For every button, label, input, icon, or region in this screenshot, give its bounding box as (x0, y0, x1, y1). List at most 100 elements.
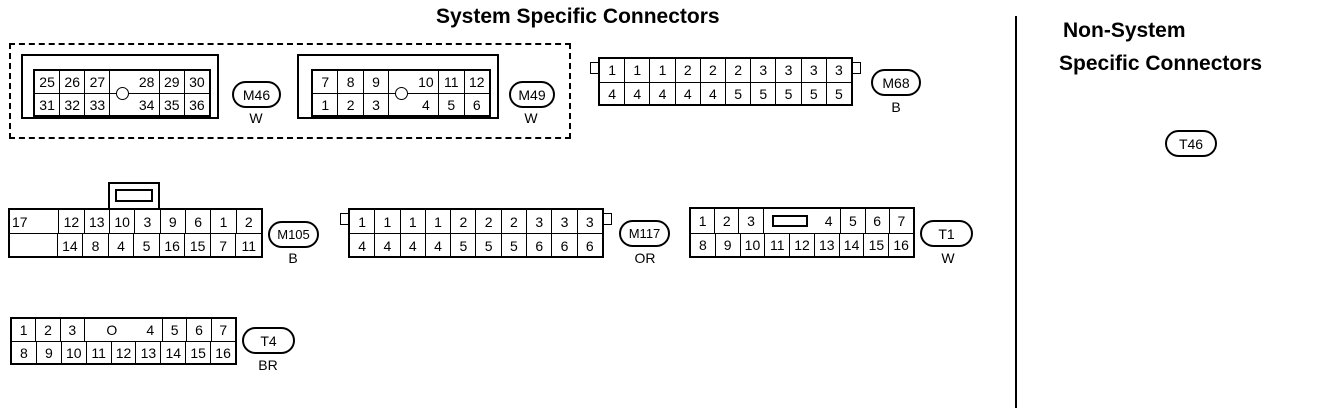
pin: 1 (650, 59, 676, 82)
pin: 8 (12, 342, 37, 364)
pin: 2 (338, 94, 364, 116)
t1-pin-grid: 1 2 3 4 5 6 7 8 9 10 11 12 13 14 15 16 (689, 207, 915, 258)
m68-row-top: 1 1 1 2 2 2 3 3 3 3 (600, 59, 851, 82)
pin: O (106, 322, 118, 338)
t4-row-bottom: 8 9 10 11 12 13 14 15 16 (12, 341, 235, 364)
pin: 1 (375, 210, 401, 233)
pin: 26 (60, 71, 86, 93)
m68-id-badge: M68 (871, 69, 921, 96)
pin: 5 (776, 82, 802, 105)
pin: 6 (186, 210, 212, 233)
pin: 3 (802, 59, 827, 82)
pin: 15 (864, 233, 890, 257)
pin: 4 (650, 82, 676, 105)
pin: 4 (375, 234, 401, 257)
pin: 2 (244, 213, 253, 230)
m105-color-code: B (288, 250, 298, 266)
m117-pin-grid: 1 1 1 1 2 2 2 3 3 3 4 4 4 4 5 5 5 6 6 6 (348, 208, 604, 258)
pin: 16 (893, 237, 909, 254)
pin: 11 (765, 233, 791, 257)
key-slot-icon (772, 214, 809, 227)
pin: 9 (364, 71, 390, 93)
pin: 4 (139, 319, 163, 341)
pin: 8 (83, 234, 109, 257)
pin: 2 (726, 59, 752, 82)
t4-color-code: BR (258, 357, 278, 373)
pin: 6 (866, 209, 890, 233)
pin: 12 (468, 74, 485, 90)
pin: 5 (451, 234, 477, 257)
pin: 12 (59, 210, 85, 233)
non-system-title-line1: Non-System (1063, 19, 1186, 42)
pin: 9 (161, 210, 186, 233)
system-group-outline (9, 43, 571, 139)
pin: 16 (160, 234, 186, 257)
pin: 5 (502, 234, 528, 257)
m68-color-code: B (891, 99, 901, 115)
pin: 4 (600, 82, 626, 105)
pin: 2 (451, 210, 477, 233)
m68-pin-grid: 1 1 1 2 2 2 3 3 3 3 4 4 4 4 4 5 5 5 5 5 (598, 57, 853, 106)
m49-pin-grid: 7 8 9 10 11 12 1 2 3 4 5 6 (311, 69, 491, 117)
pin: 4 (401, 234, 426, 257)
pin: 16 (215, 345, 231, 361)
pin: 10 (110, 210, 136, 233)
pin: 11 (241, 237, 257, 254)
pin: 8 (338, 71, 364, 93)
latch-slot (115, 189, 153, 202)
m49-id-badge: M49 (509, 81, 555, 108)
pin: 11 (87, 342, 112, 364)
pin: 10 (741, 233, 766, 257)
m46-color-code: W (249, 110, 263, 126)
m105-row-top: 17 12 13 10 3 9 6 1 2 (10, 210, 261, 233)
m105-latch (108, 182, 160, 210)
pin: 34 (135, 94, 160, 116)
pin: 10 (414, 71, 440, 93)
m49-color-code: W (524, 110, 538, 126)
pin: 5 (476, 234, 502, 257)
pin: 5 (439, 94, 465, 116)
t4-pin-grid: 1 2 3 O 4 5 6 7 8 9 10 11 12 13 14 15 16 (10, 317, 237, 365)
pin: 3 (364, 94, 390, 116)
pin: 3 (527, 210, 553, 233)
pin: 1 (350, 210, 376, 233)
pin: 13 (136, 342, 162, 364)
m117-id-badge: M117 (619, 220, 670, 247)
pin: 27 (85, 71, 111, 93)
pin-blank (10, 234, 58, 257)
pin: 33 (85, 94, 111, 116)
pin: 4 (817, 209, 842, 233)
pin: 14 (840, 233, 865, 257)
t1-id-badge: T1 (920, 220, 973, 247)
m117-color-code: OR (634, 250, 656, 266)
pin: 1 (426, 210, 452, 233)
pin: 11 (439, 71, 465, 93)
pin: 4 (426, 234, 452, 257)
pin: 2 (502, 210, 528, 233)
m105-pin-grid: 17 12 13 10 3 9 6 1 2 14 8 4 5 16 15 7 1… (8, 208, 263, 258)
pin: 8 (691, 233, 716, 257)
pin: 7 (211, 234, 237, 257)
pin: 2 (701, 59, 727, 82)
pin: 14 (161, 342, 187, 364)
pin: 10 (62, 342, 87, 364)
pin: 1 (401, 210, 426, 233)
pin: 32 (60, 94, 86, 116)
pin: 3 (751, 59, 777, 82)
pin: 30 (189, 74, 205, 90)
t1-row-bottom: 8 9 10 11 12 13 14 15 16 (691, 232, 913, 257)
pin: 4 (350, 234, 376, 257)
key-slot (764, 209, 817, 233)
m68-side-tab-right (852, 62, 861, 74)
pin: 1 (600, 59, 626, 82)
pin: 5 (134, 234, 160, 257)
pin: 5 (163, 319, 188, 341)
pin: 9 (716, 233, 741, 257)
pin: 6 (472, 97, 481, 113)
pin: 2 (476, 210, 502, 233)
m49-row-top: 7 8 9 10 11 12 (313, 71, 489, 93)
t4-id-badge: T4 (242, 327, 295, 354)
pin: 3 (552, 210, 578, 233)
pin: 12 (790, 233, 815, 257)
pin: 3 (585, 213, 594, 230)
